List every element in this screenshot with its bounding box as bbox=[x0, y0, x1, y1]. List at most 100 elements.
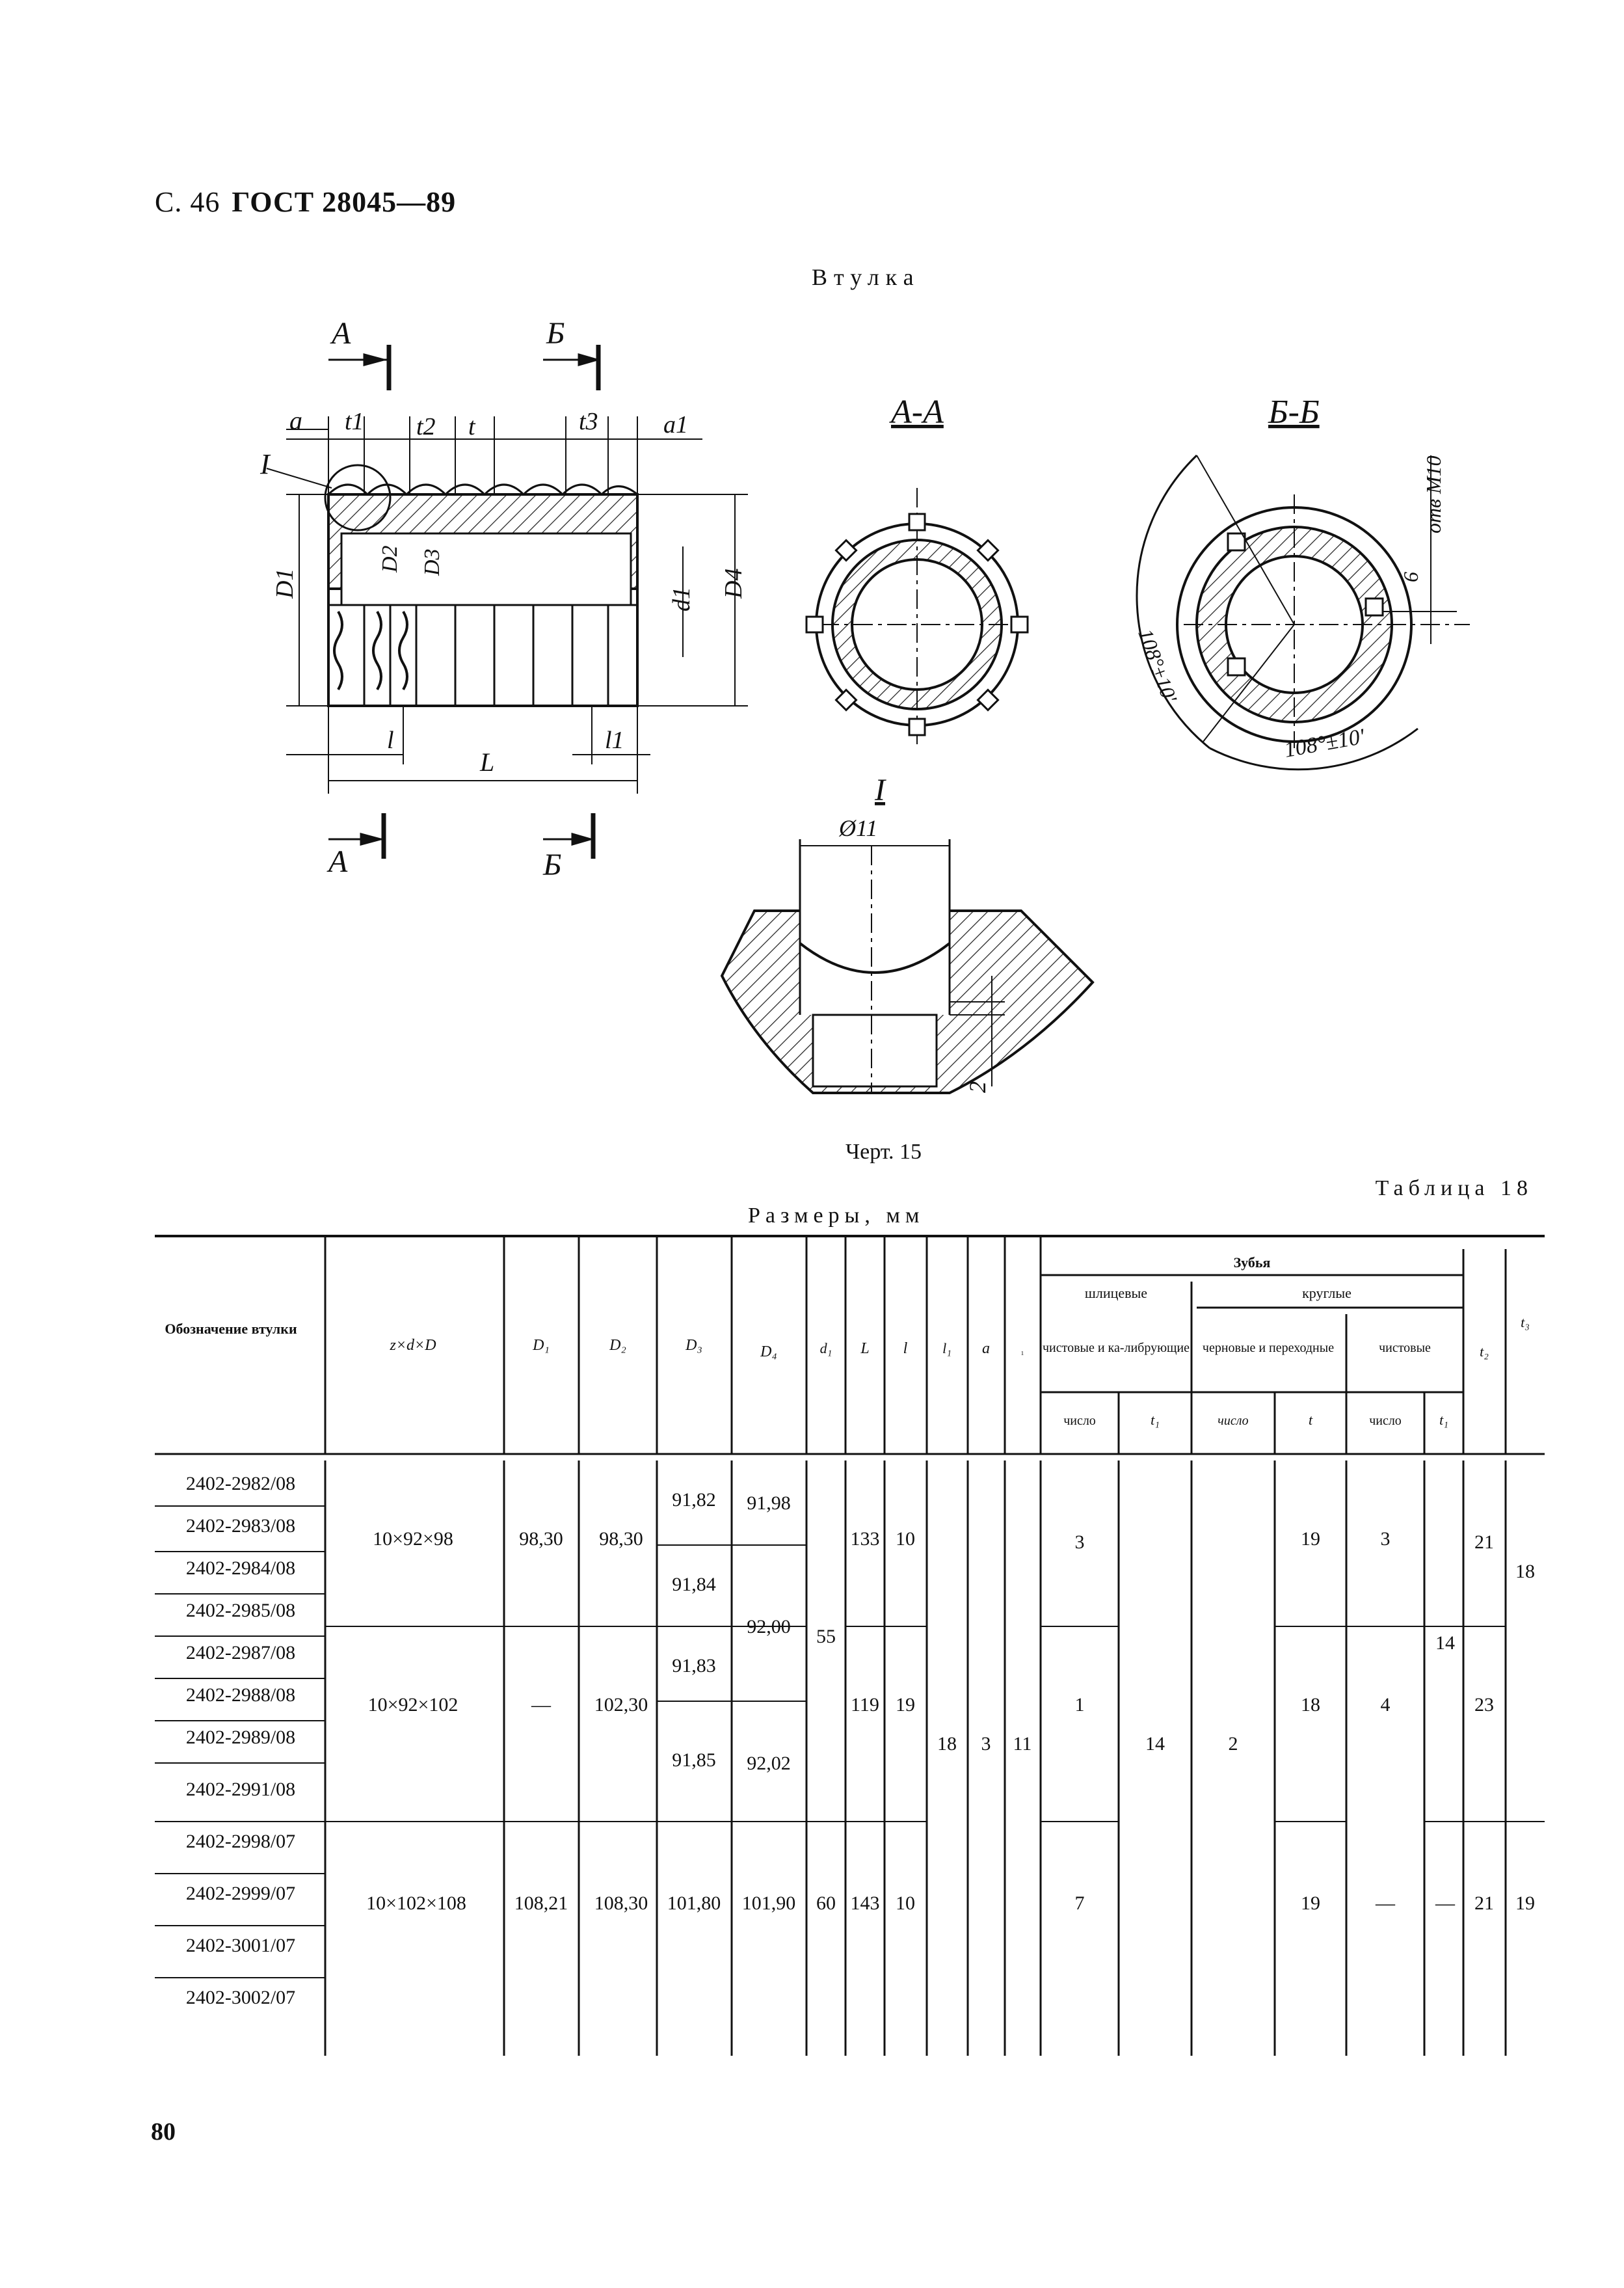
th-D2: D₂ bbox=[609, 1337, 626, 1354]
cut-label-b-bottom: Б bbox=[542, 848, 561, 882]
dim-label-L: L bbox=[479, 747, 494, 777]
th-D3: D₃ bbox=[685, 1337, 702, 1354]
cell-L-3: 143 bbox=[851, 1892, 880, 1914]
cell-D3-5: 101,80 bbox=[667, 1892, 721, 1914]
th-a: a bbox=[982, 1340, 990, 1357]
row-designation-5: 2402-2987/08 bbox=[186, 1642, 295, 1663]
th-finish: чистовые bbox=[1379, 1341, 1431, 1355]
dim-label-t2: t2 bbox=[416, 413, 436, 440]
th-round: круглые bbox=[1302, 1285, 1351, 1301]
cell-D1-2: — bbox=[531, 1694, 552, 1716]
dim-label-t3: t3 bbox=[579, 408, 598, 435]
cell-zdD-1: 10×92×98 bbox=[373, 1528, 453, 1550]
dim-label-dia11: Ø11 bbox=[838, 815, 877, 841]
cell-D2-3: 108,30 bbox=[594, 1892, 648, 1914]
row-designation-4: 2402-2985/08 bbox=[186, 1600, 295, 1621]
th-l1: l₁ bbox=[942, 1340, 952, 1356]
th-d1: d₁ bbox=[820, 1340, 832, 1356]
cell-t3-2: 19 bbox=[1515, 1892, 1535, 1914]
cell-D4-2: 92,00 bbox=[747, 1616, 791, 1637]
th-spline-t1: t₁ bbox=[1151, 1412, 1160, 1428]
technical-drawing: А Б А Б a t1 t2 t t3 a1 I D1 D2 D3 d1 D4… bbox=[260, 316, 1470, 1094]
cell-spline-t1: 14 bbox=[1145, 1733, 1165, 1755]
th-designation: Обозначение втулки bbox=[165, 1321, 297, 1337]
table-label: Таблица 18 bbox=[1375, 1176, 1533, 1200]
hole-label: отв М10 bbox=[1422, 455, 1445, 533]
cell-D3-2: 91,84 bbox=[672, 1574, 716, 1595]
cell-D2-1: 98,30 bbox=[599, 1528, 643, 1550]
dim-label-D2: D2 bbox=[378, 545, 402, 573]
dim-label-t: t bbox=[468, 413, 476, 440]
cell-finish-count-2: 4 bbox=[1381, 1694, 1391, 1716]
dim-label-l1: l1 bbox=[605, 727, 624, 754]
dim-label-t1: t1 bbox=[345, 408, 364, 435]
th-t2: t₂ bbox=[1480, 1343, 1489, 1360]
th-a1: ₁ bbox=[1020, 1345, 1024, 1356]
section-a-label: А-А bbox=[889, 394, 944, 431]
th-D1: D₁ bbox=[532, 1337, 550, 1354]
dim-label-D1: D1 bbox=[271, 569, 299, 599]
page-ref: С. 46 bbox=[155, 186, 220, 218]
th-L: L bbox=[860, 1340, 869, 1357]
row-designation-12: 2402-3002/07 bbox=[186, 1987, 295, 2008]
cell-finish-t1-2: — bbox=[1435, 1892, 1456, 1914]
row-designation-11: 2402-3001/07 bbox=[186, 1935, 295, 1956]
detail-view-label: I bbox=[874, 773, 886, 807]
cell-d1-1: 55 bbox=[816, 1626, 836, 1647]
row-designation-7: 2402-2989/08 bbox=[186, 1727, 295, 1748]
cell-spline-count-3: 7 bbox=[1075, 1892, 1085, 1914]
dim-label-a: a bbox=[289, 406, 302, 435]
cell-t2-1: 21 bbox=[1474, 1531, 1494, 1553]
cell-zdD-2: 10×92×102 bbox=[368, 1694, 459, 1716]
dim-label-D4: D4 bbox=[720, 569, 747, 599]
th-teeth: Зубья bbox=[1234, 1254, 1271, 1271]
cell-t2-3: 21 bbox=[1474, 1892, 1494, 1914]
cell-l-3: 10 bbox=[896, 1892, 915, 1914]
figure-caption: Черт. 15 bbox=[845, 1140, 922, 1164]
cell-rough-count: 2 bbox=[1229, 1733, 1238, 1755]
cell-d1-2: 60 bbox=[816, 1892, 836, 1914]
cell-t3-1: 18 bbox=[1515, 1561, 1535, 1582]
th-D4: D₄ bbox=[760, 1343, 777, 1360]
dim-label-a1: a1 bbox=[663, 411, 688, 438]
cell-finish-count-3: — bbox=[1375, 1892, 1396, 1914]
cell-D3-3: 91,83 bbox=[672, 1655, 716, 1676]
th-rough-count: число bbox=[1218, 1414, 1248, 1428]
cell-L-2: 119 bbox=[851, 1694, 879, 1716]
row-designation-8: 2402-2991/08 bbox=[186, 1779, 295, 1800]
cell-D3-1: 91,82 bbox=[672, 1489, 716, 1511]
th-spline: шлицевые bbox=[1085, 1285, 1147, 1301]
row-designation-9: 2402-2998/07 bbox=[186, 1831, 295, 1852]
cell-L-1: 133 bbox=[851, 1528, 880, 1550]
cell-round-t-2: 18 bbox=[1301, 1694, 1320, 1716]
dim-label-l: l bbox=[387, 727, 394, 754]
cell-D1-1: 98,30 bbox=[519, 1528, 563, 1550]
page-header: С. 46 ГОСТ 28045—89 bbox=[155, 185, 456, 219]
cell-l-1: 10 bbox=[896, 1528, 915, 1550]
dimensions-label: Размеры, мм bbox=[748, 1204, 925, 1228]
th-round-t: t bbox=[1309, 1412, 1313, 1428]
drawing-title: Втулка bbox=[812, 264, 920, 290]
row-designation-10: 2402-2999/07 bbox=[186, 1883, 295, 1904]
cell-D2-2: 102,30 bbox=[594, 1694, 648, 1716]
row-designation-3: 2402-2984/08 bbox=[186, 1557, 295, 1579]
cell-l1: 18 bbox=[937, 1733, 957, 1755]
dim-label-d1: d1 bbox=[668, 587, 695, 612]
th-rough-trans: черновые и переходные bbox=[1203, 1341, 1334, 1355]
cell-D1-3: 108,21 bbox=[514, 1892, 568, 1914]
cell-l-2: 19 bbox=[896, 1694, 915, 1716]
section-b-label: Б-Б bbox=[1268, 394, 1320, 431]
th-l: l bbox=[903, 1340, 908, 1357]
cell-D4-3: 92,02 bbox=[747, 1753, 791, 1774]
th-zdD: z×d×D bbox=[389, 1337, 436, 1354]
cut-label-a-bottom: А bbox=[326, 844, 348, 879]
cell-spline-count-1: 3 bbox=[1075, 1531, 1085, 1553]
standard-number: ГОСТ 28045—89 bbox=[232, 186, 457, 218]
cell-a: 3 bbox=[981, 1733, 991, 1755]
cell-finish-count-1: 3 bbox=[1381, 1528, 1391, 1550]
row-designation-6: 2402-2988/08 bbox=[186, 1684, 295, 1706]
cell-a1: 11 bbox=[1013, 1733, 1032, 1755]
cell-t2-2: 23 bbox=[1474, 1694, 1494, 1716]
page-number: 80 bbox=[151, 2118, 176, 2146]
